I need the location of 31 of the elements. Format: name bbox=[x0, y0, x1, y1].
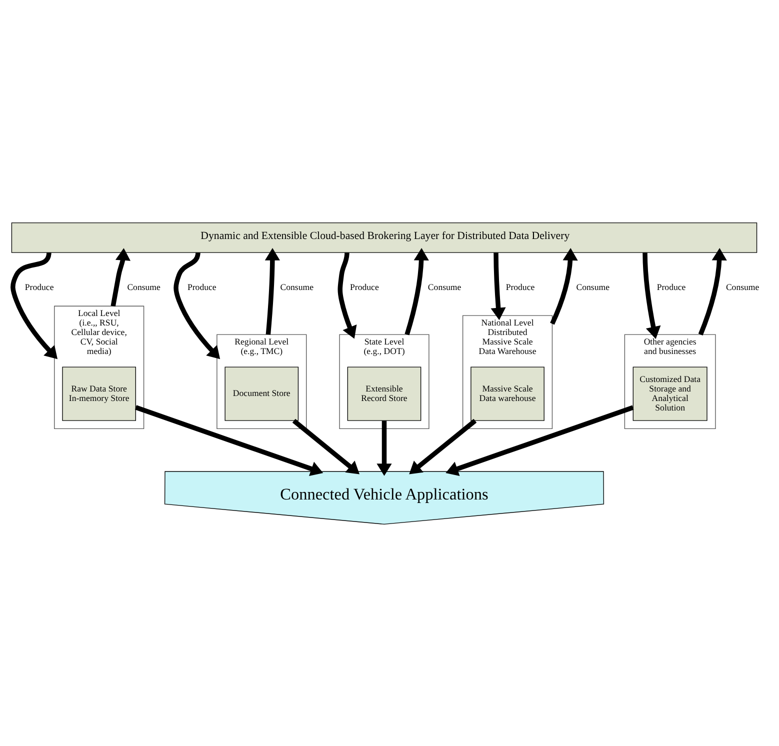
edge-label: Consume bbox=[576, 282, 609, 292]
arrow bbox=[445, 404, 634, 476]
arrow bbox=[550, 248, 578, 324]
arrow bbox=[134, 404, 323, 476]
edge-label: Consume bbox=[280, 282, 314, 292]
arrow bbox=[698, 248, 726, 335]
arrow bbox=[404, 248, 428, 335]
edge-label: Produce bbox=[656, 282, 686, 292]
node-box: Extensible Record Store bbox=[346, 366, 421, 420]
arrow bbox=[490, 252, 506, 320]
arrow bbox=[264, 248, 280, 334]
arrow bbox=[642, 252, 660, 338]
node-box: Raw Data Store In-memory Store bbox=[62, 366, 136, 420]
edge-label: Produce bbox=[350, 282, 378, 292]
edge-label: Produce bbox=[186, 282, 216, 292]
node-box: Dynamic and Extensible Cloud-based Brokering Layer for Distributed Data Delivery bbox=[10, 222, 757, 252]
edge-label: Produce bbox=[24, 282, 54, 292]
arrow bbox=[10, 252, 58, 359]
edge-label: Consume bbox=[725, 282, 759, 292]
edge-label: Produce bbox=[505, 282, 534, 292]
edge-label: Consume bbox=[126, 282, 160, 292]
node-box: Customized Data Storage and Analytical Solution bbox=[632, 366, 707, 420]
node-box: Document Store bbox=[224, 366, 298, 420]
arrow bbox=[408, 418, 476, 474]
arrow bbox=[173, 252, 220, 359]
arrow bbox=[292, 418, 360, 474]
arrow bbox=[110, 248, 130, 306]
edge-label: Consume bbox=[427, 282, 461, 292]
arrow bbox=[337, 252, 356, 338]
arrow bbox=[376, 420, 392, 476]
node-box: Massive Scale Data warehouse bbox=[470, 366, 544, 420]
